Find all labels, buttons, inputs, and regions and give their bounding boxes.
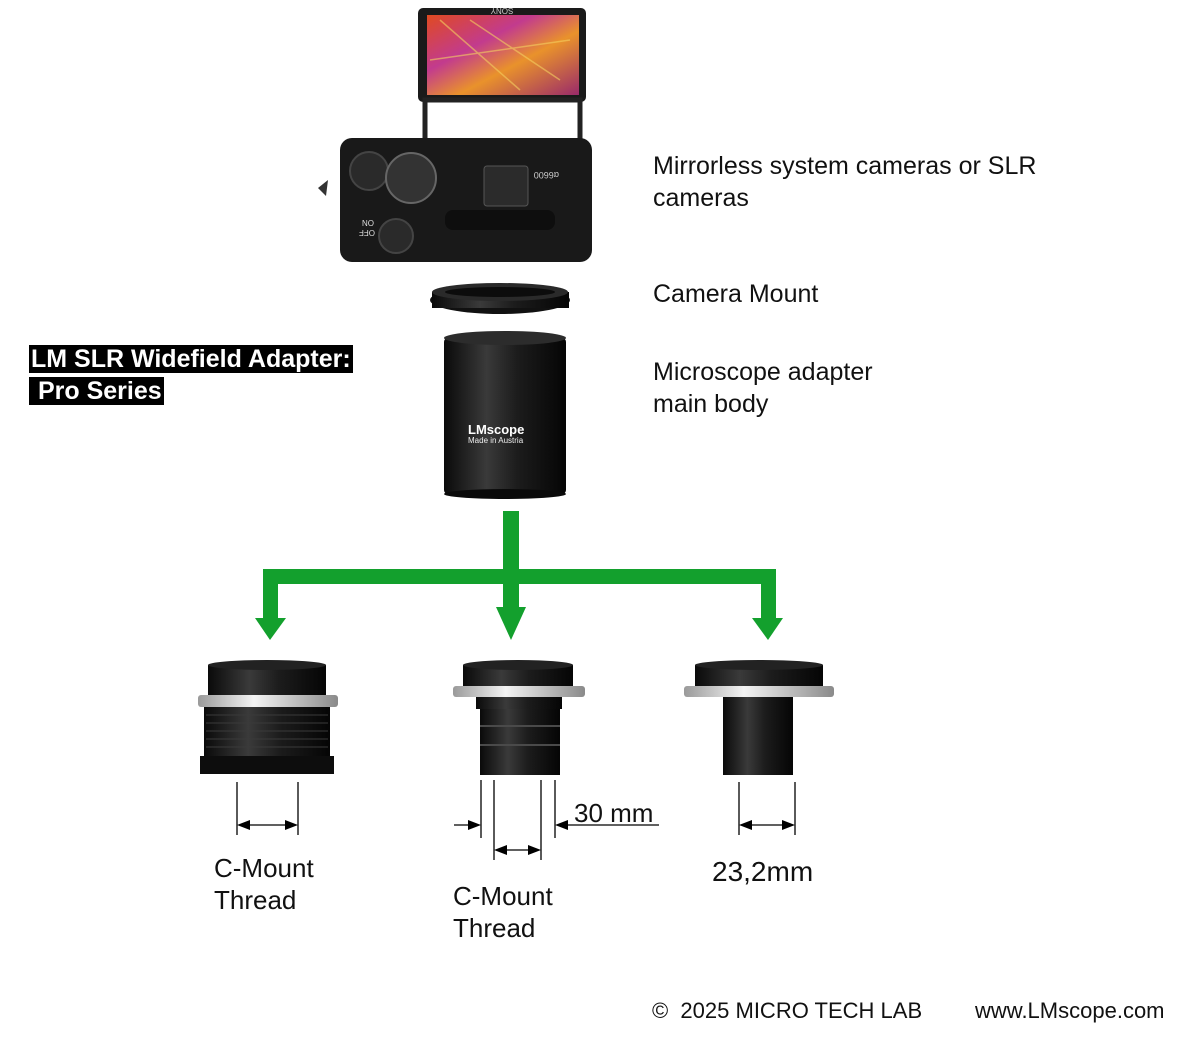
adapter-right — [684, 660, 834, 775]
adapter-left-c-mount — [198, 660, 338, 774]
label-thread-left: C-Mount Thread — [214, 853, 314, 915]
label-camera-mount: Camera Mount — [653, 280, 819, 308]
branch-arrows — [255, 511, 783, 640]
label-dimension-23-2mm: 23,2mm — [712, 856, 814, 887]
camera-illustration: α6600 SONY ON OFF — [318, 6, 592, 262]
label-adapter-body: Microscope adapter main body — [653, 358, 873, 418]
adapter-brand-logo: LMscope — [468, 422, 524, 437]
arrow-mid-head — [496, 607, 526, 640]
camera-on-text: ON — [362, 218, 374, 227]
footer-website: www.LMscope.com — [975, 998, 1165, 1023]
label-thread-middle: C-Mount Thread — [453, 881, 553, 943]
product-title-line2: Pro Series — [29, 377, 164, 405]
arrow-left-head — [255, 618, 286, 640]
arrow-right-shaft — [761, 569, 776, 621]
product-title: LM SLR Widefield Adapter: Pro Series — [29, 343, 353, 407]
adapter-tagline: Made in Austria — [468, 436, 524, 445]
adapter-middle — [453, 660, 585, 775]
dimension-lines — [236, 780, 796, 860]
arrow-right-head — [752, 618, 783, 640]
camera-mount-ring — [430, 283, 570, 314]
label-camera: Mirrorless system cameras or SLR cameras — [653, 152, 1037, 212]
camera-model-text: α6600 — [534, 170, 559, 180]
camera-brand-text: SONY — [490, 6, 513, 15]
arrow-trunk — [503, 511, 519, 611]
arrow-crossbar — [263, 569, 776, 584]
label-dimension-30mm: 30 mm — [574, 798, 654, 828]
adapter-main-body: LMscope Made in Austria — [444, 331, 566, 499]
product-title-line1: LM SLR Widefield Adapter: — [29, 345, 353, 373]
camera-off-text: OFF — [359, 228, 375, 237]
arrow-left-shaft — [263, 569, 278, 621]
footer-copyright: © 2025 MICRO TECH LAB — [652, 998, 923, 1023]
